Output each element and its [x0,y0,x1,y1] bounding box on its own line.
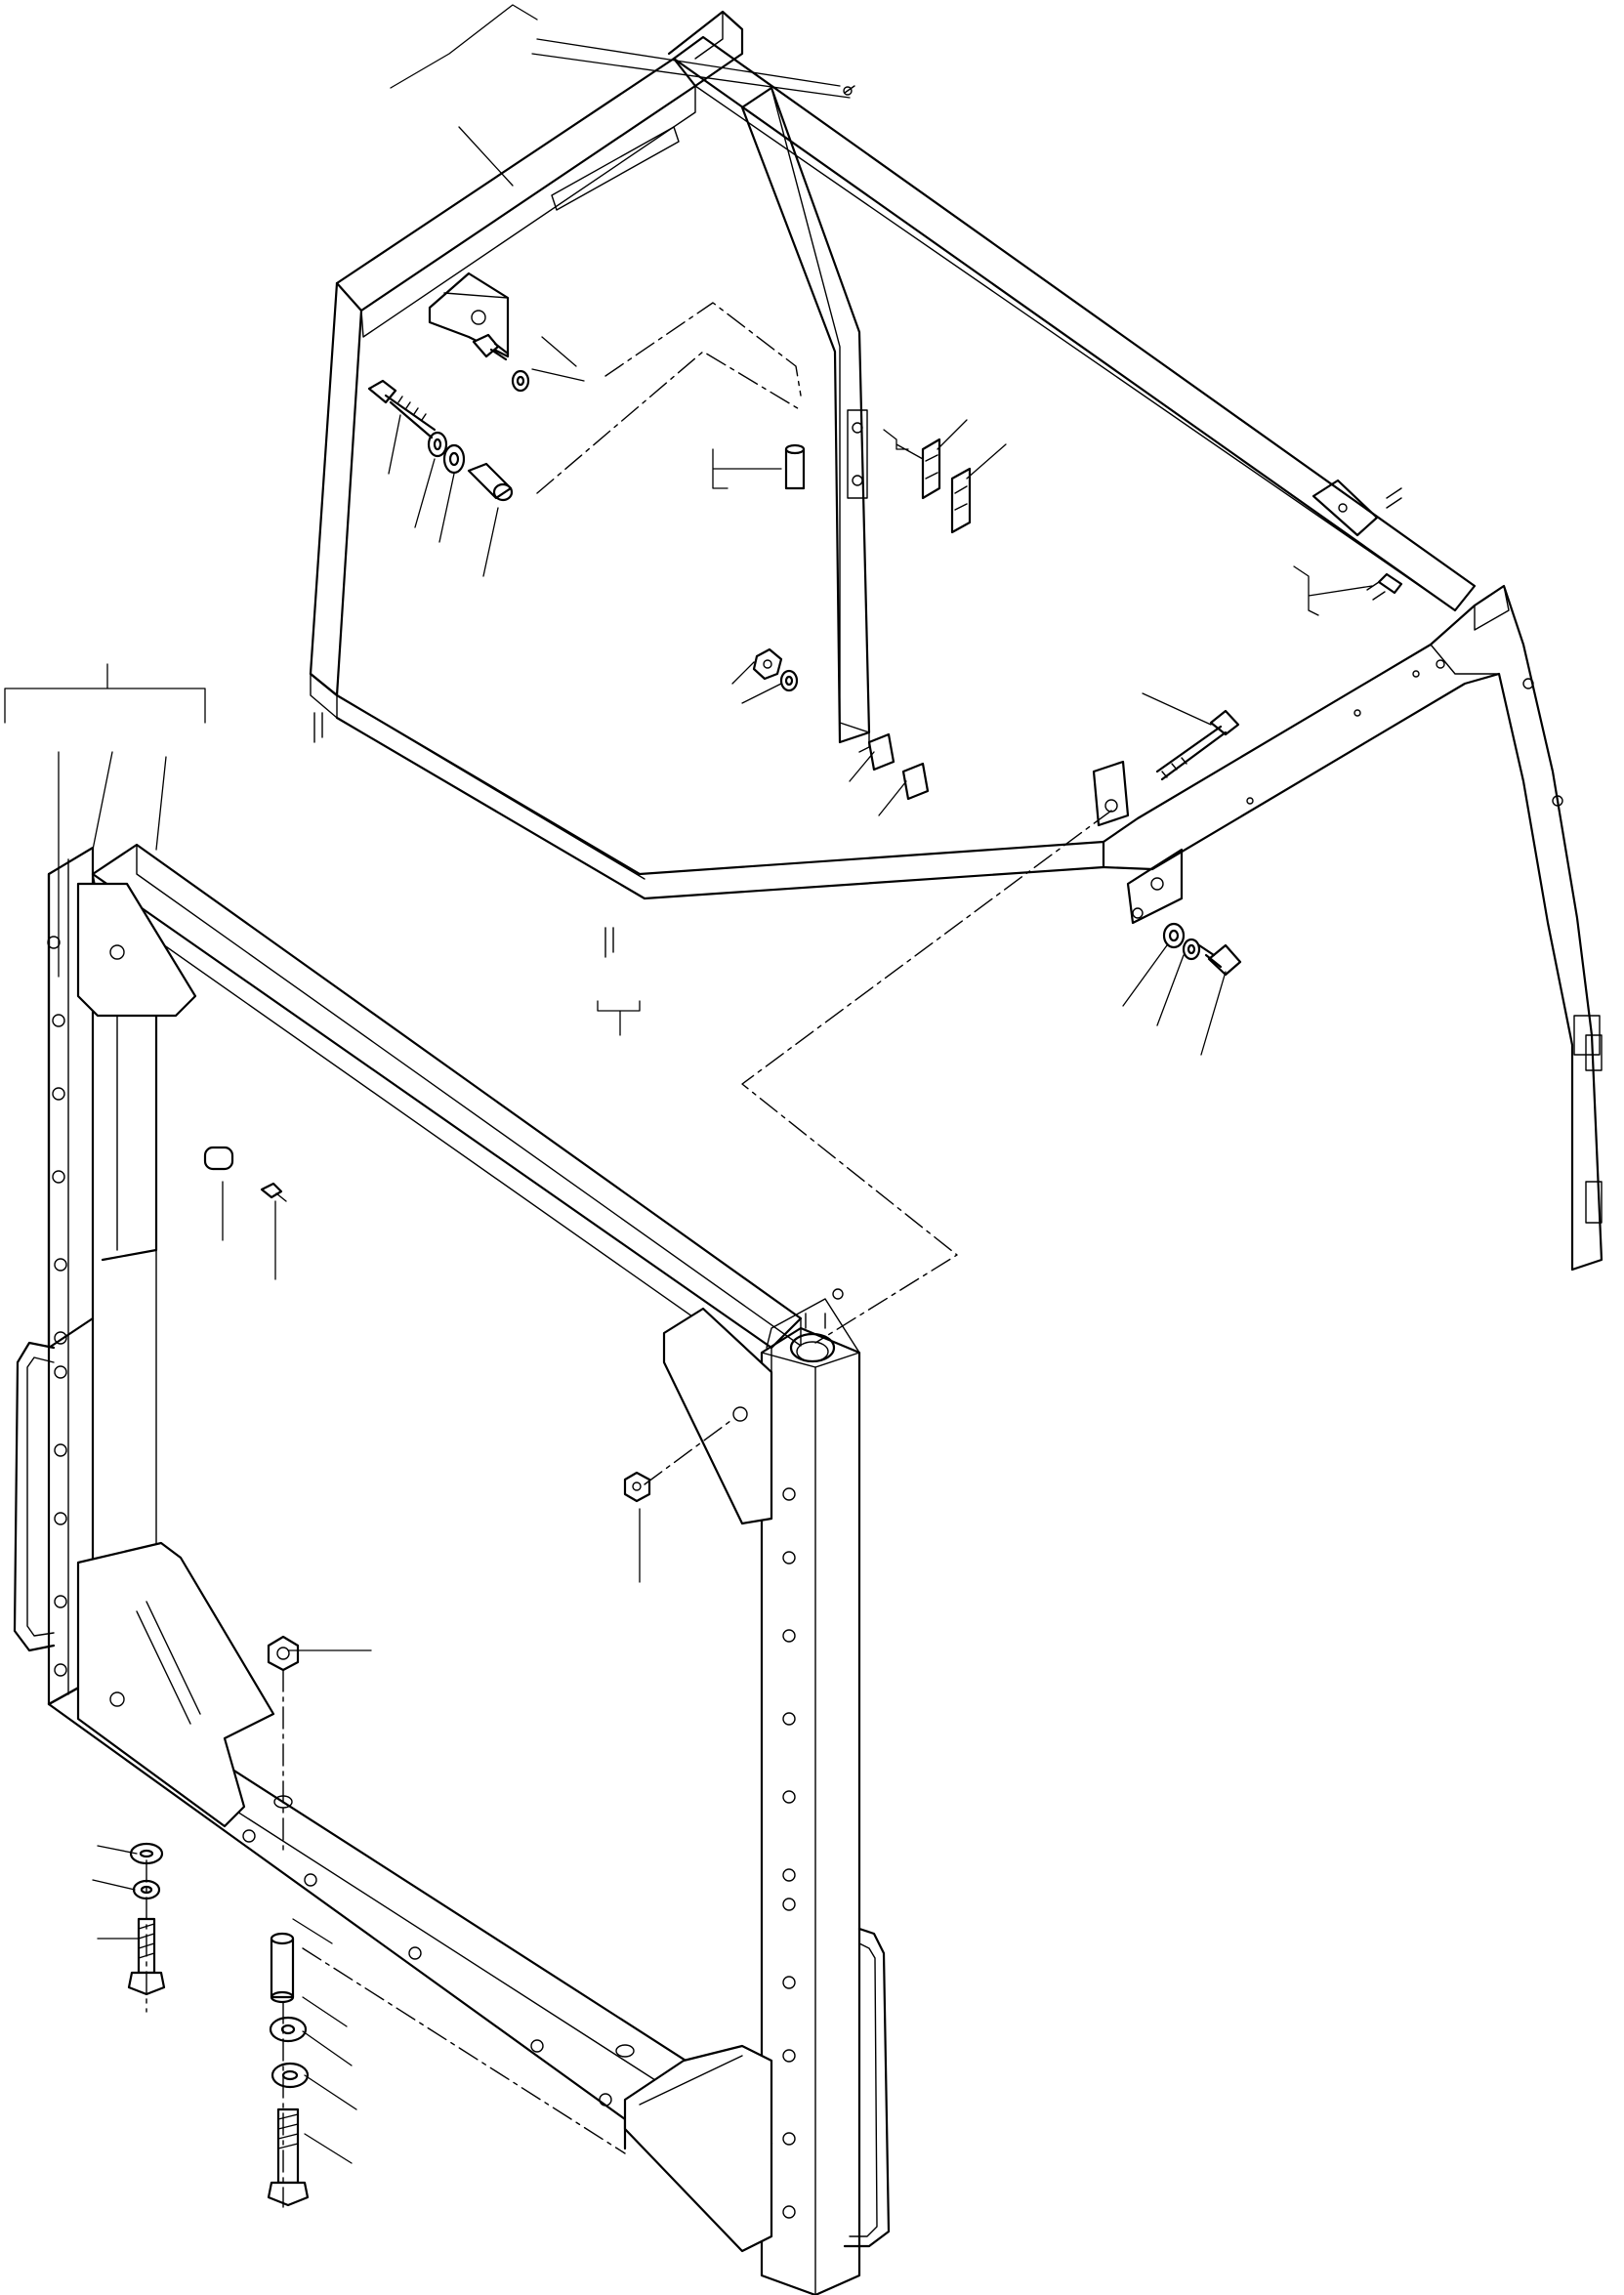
washer-icon [269,2016,308,2043]
bolt-icon [260,1182,287,1202]
washer-icon [442,443,466,475]
lower-frame-filler-opening [766,1298,860,1363]
lower-frame-top-beam [91,843,803,1350]
upper-frame-diagonal-strut [740,86,871,744]
bolt-icon [367,379,437,439]
bolt-icon [1366,572,1403,601]
upper-frame-left-bracket [428,271,510,358]
right-post-bolts [782,1288,844,2219]
upper-frame-right-arm [1102,584,1603,1272]
upper-fasteners [367,333,1403,977]
upper-dash-chain [604,302,802,396]
upper-callout-leaders [388,4,1373,1344]
washer-icon [427,431,448,458]
clip-icon [867,732,895,772]
clip-icon [921,438,941,500]
washer-icon [511,369,530,393]
bolt-icon [1197,943,1242,977]
bolt-icon [267,2107,310,2207]
upper-frame-left-post [309,281,363,697]
upper-frame-rail-top-left [335,57,697,313]
lower-frame-gusset-top-left [76,882,197,1018]
handle-icon [843,1927,891,2248]
bottom-beam-bolts [242,1795,635,2107]
lower-frame-right-post [760,1326,861,2295]
upper-frame-right-rail-bracket [1312,479,1379,537]
lower-callout-leaders [4,663,731,2208]
washer-icon [1182,938,1201,961]
upper-frame [309,10,1603,1272]
washer-icon [779,669,799,692]
spacer-icon [784,443,806,490]
nut-icon [267,1635,300,1672]
spacer-icon [270,1932,295,2004]
lower-frame-gusset-bottom-right [623,2044,773,2253]
spacer-icon [467,462,514,502]
washer-icon [271,2062,310,2089]
lower-fasteners [127,1842,310,2207]
handle-icon [13,1341,56,1652]
bolt-icon [472,333,510,361]
lower-frame-gusset-bottom-left [76,1541,275,1828]
plug-icon [203,1146,234,1171]
washer-icon [1162,922,1186,949]
clip-icon [901,762,930,801]
clip-icon [950,467,972,534]
upper-frame-top-bracket [667,10,744,88]
upper-frame-front-bracket-2 [1126,848,1184,925]
nut-icon [623,1471,651,1503]
upper-frame-rail-right [672,35,1477,612]
nut-icon [752,647,783,681]
lower-radiator-frame [13,843,891,2295]
upper-frame-front-bracket [1092,760,1130,827]
left-post-bolts [47,936,67,1677]
upper-frame-bottom-rail [309,672,1105,900]
lower-frame-gusset-top-right [662,1307,773,1525]
bolt-icon [1155,709,1240,781]
